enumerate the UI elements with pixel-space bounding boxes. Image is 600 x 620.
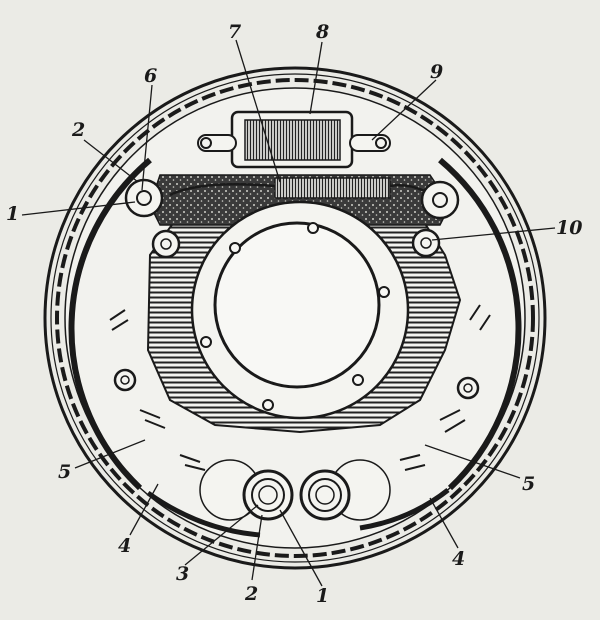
hub-bore bbox=[213, 221, 381, 389]
leader-lines bbox=[21, 39, 556, 587]
anchor-pins bbox=[199, 459, 391, 521]
label-2-top: 2 bbox=[71, 119, 85, 141]
label-4-right: 4 bbox=[452, 548, 465, 570]
label-8: 8 bbox=[315, 21, 329, 43]
label-6: 6 bbox=[144, 65, 157, 87]
label-1-left: 1 bbox=[6, 203, 19, 225]
brake-lining bbox=[68, 157, 522, 538]
upper-pins bbox=[124, 178, 460, 220]
label-3: 3 bbox=[176, 563, 189, 585]
label-7: 7 bbox=[228, 21, 241, 43]
label-2-bottom: 2 bbox=[244, 583, 258, 605]
return-spring bbox=[169, 177, 441, 202]
callout-labels: 7 8 6 9 2 1 10 5 5 4 4 3 2 1 bbox=[6, 21, 582, 607]
label-4-left: 4 bbox=[118, 535, 131, 557]
adjusting-cams bbox=[151, 228, 441, 259]
label-5-left: 5 bbox=[58, 461, 71, 483]
label-10: 10 bbox=[556, 217, 582, 239]
flange-bolt-holes bbox=[200, 222, 390, 411]
label-1-bottom: 1 bbox=[316, 585, 329, 607]
side-guide-pins bbox=[113, 368, 480, 400]
brake-shoe-marks bbox=[109, 304, 491, 471]
label-5-right: 5 bbox=[522, 473, 535, 495]
wheel-cylinder bbox=[197, 110, 391, 169]
label-9: 9 bbox=[430, 61, 443, 83]
